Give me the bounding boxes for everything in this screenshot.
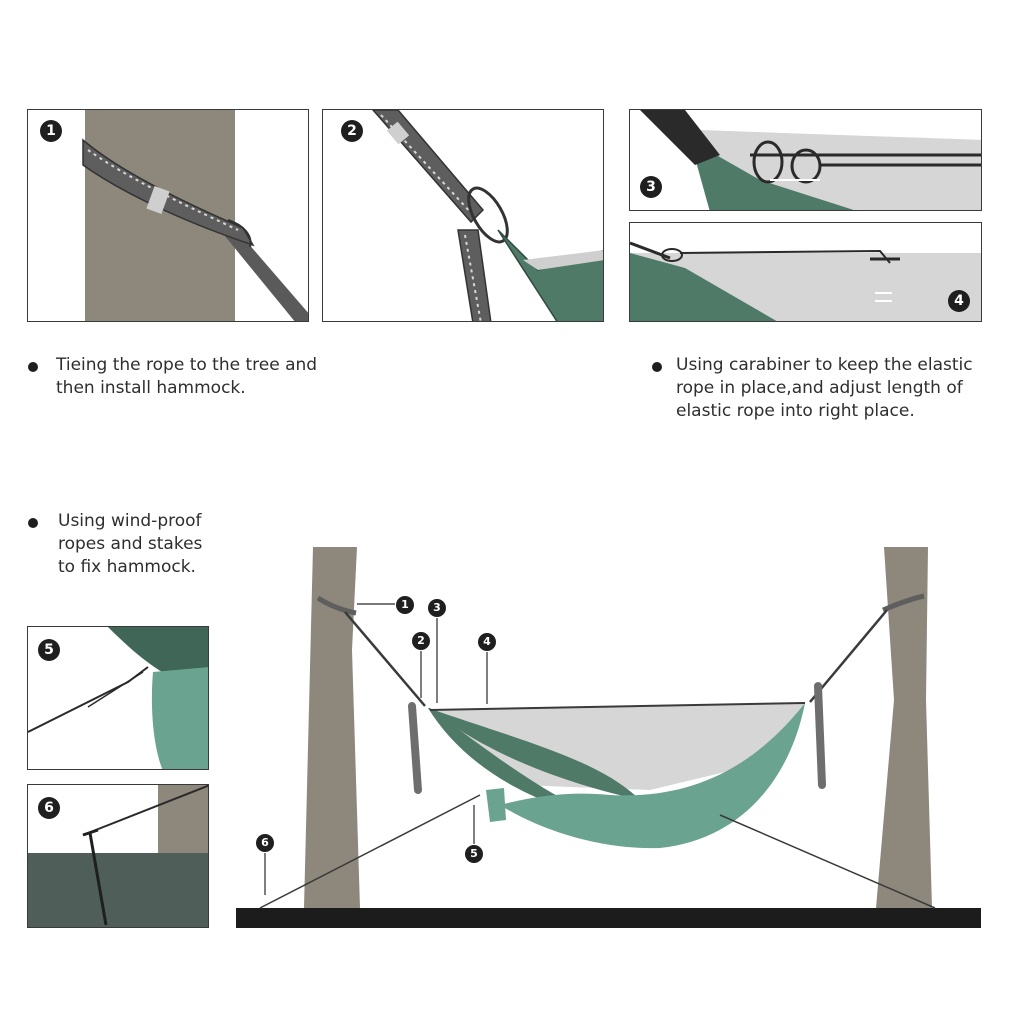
step-6-badge: 6 xyxy=(38,797,60,819)
hammock-body xyxy=(500,703,805,849)
caption-windproof: Using wind-proof ropes and stakes to fix… xyxy=(58,511,203,577)
step-6-panel: 6 xyxy=(27,784,209,928)
step-5-badge: 5 xyxy=(38,639,60,661)
callout-3-badge: 3 xyxy=(428,599,446,617)
callout-6-badge: 6 xyxy=(256,834,274,852)
step-2-panel: 2 xyxy=(322,109,604,322)
ground-stake-illustration xyxy=(28,785,208,927)
left-tree xyxy=(304,547,360,908)
right-tree xyxy=(876,547,932,908)
caption-tree-rope: Tieing the rope to the tree and then ins… xyxy=(56,355,318,398)
step-1-panel: 1 xyxy=(27,109,309,322)
step-3-badge: 3 xyxy=(640,176,662,198)
step-2-badge: 2 xyxy=(341,120,363,142)
callout-2-badge: 2 xyxy=(412,632,430,650)
caption-bullet xyxy=(28,518,38,528)
bug-net xyxy=(430,703,805,790)
carabiner-strap-illustration xyxy=(372,110,603,321)
callout-5-badge: 5 xyxy=(465,845,483,863)
step-4-badge: 4 xyxy=(948,290,970,312)
step-3-panel: 3 xyxy=(629,109,982,211)
step-5-panel: 5 xyxy=(27,626,209,770)
step-1-badge: 1 xyxy=(40,120,62,142)
caption-bullet xyxy=(652,362,662,372)
caption-carabiner: Using carabiner to keep the elastic rope… xyxy=(676,355,973,421)
hammock-corner-tie-illustration xyxy=(28,627,208,769)
callout-1-badge: 1 xyxy=(396,596,414,614)
elastic-rope-adjust-illustration xyxy=(630,241,981,321)
step-4-panel: 4 xyxy=(629,222,982,322)
ground xyxy=(236,908,981,928)
caption-bullet xyxy=(28,362,38,372)
callout-4-badge: 4 xyxy=(478,633,496,651)
tree-strap-illustration xyxy=(82,110,308,321)
ridge-line-clip-illustration xyxy=(630,110,981,210)
